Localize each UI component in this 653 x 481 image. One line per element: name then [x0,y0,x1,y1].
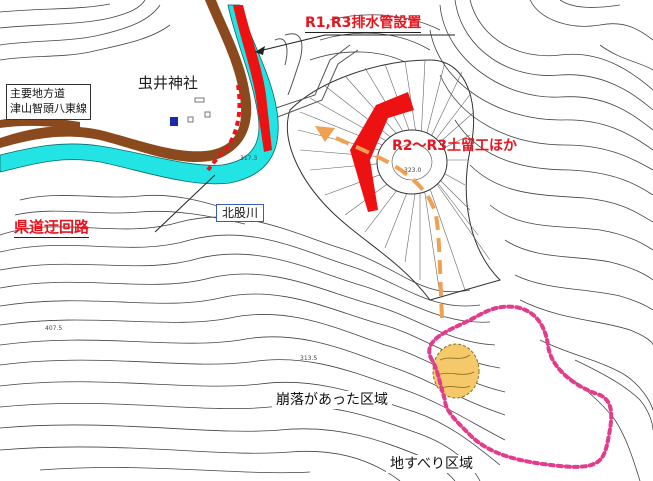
drain-pipes [233,5,414,212]
detour-route [206,84,242,172]
local-road [269,33,359,119]
retaining-work-label: R2～R3土留工ほか [392,138,518,154]
flow-arrow [315,126,444,319]
collapse-area [432,343,480,399]
elevation-mark: 313.5 [300,355,317,362]
landslide-area-label: 地すべり区域 [386,455,478,473]
road-branch [0,117,80,130]
drain-pipe-label: R1,R3排水管設置 [305,15,422,33]
river [0,4,279,185]
shrine-label: 虫井神社 [138,74,199,92]
landslide-hatch [286,59,501,301]
elevation-mark: 407.5 [45,325,62,332]
elevation-mark: 317.3 [240,155,257,162]
leader-lines [154,34,455,233]
drain-leader-arrow [255,46,265,55]
detour-label: 県道迂回路 [14,218,90,238]
road-type: 主要地方道 [10,87,65,100]
road-name-label: 主要地方道 津山智頭八東線 [6,84,91,120]
river-label: 北股川 [216,204,265,222]
collapse-contours [437,354,475,389]
landslide-boundary [427,304,614,469]
road-route: 津山智頭八東線 [10,101,87,115]
shrine-marker [170,117,178,126]
collapse-area-label: 崩落があった区域 [272,391,392,409]
elevation-mark: 323.0 [404,167,421,174]
